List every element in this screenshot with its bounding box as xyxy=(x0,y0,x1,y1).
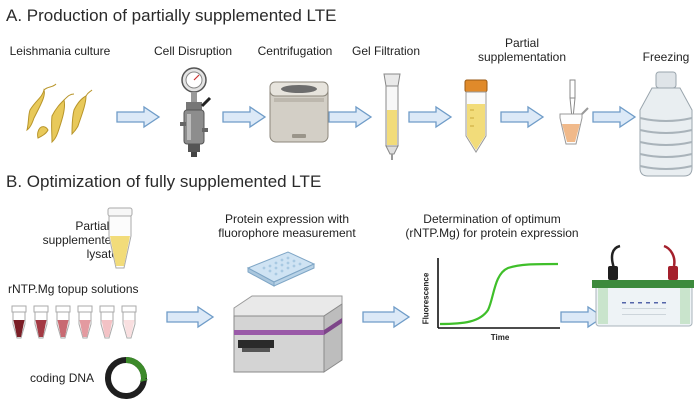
expression-curve-chart xyxy=(437,258,560,329)
plate-reader-icon xyxy=(233,295,343,373)
step-label-centrifugation: Centrifugation xyxy=(257,44,333,58)
step-label-disruption: Cell Disruption xyxy=(153,44,233,58)
dna-label: coding DNA xyxy=(30,371,95,385)
arrow-a2-icon xyxy=(222,105,267,129)
section-a-title: A. Production of partially supplemented … xyxy=(6,6,337,25)
arrow-b2-icon xyxy=(362,305,411,329)
step-label-gel-filtration: Gel Filtration xyxy=(351,44,421,58)
step-label-culture: Leishmania culture xyxy=(9,44,111,58)
arrow-a1-icon xyxy=(116,105,161,129)
chart-xlabel: Time xyxy=(490,333,510,342)
section-b-title: B. Optimization of fully supplemented LT… xyxy=(6,172,322,191)
falcon-tube-icon xyxy=(464,79,488,153)
microplate-icon xyxy=(246,251,316,287)
expression-curve xyxy=(439,262,559,326)
plasmid-icon xyxy=(105,357,148,399)
dewar-icon xyxy=(639,71,693,177)
arrow-a4-icon xyxy=(408,105,453,129)
arrow-a5-icon xyxy=(500,105,545,129)
leishmania-cells-icon xyxy=(26,83,93,144)
optimum-label: Determination of optimum (rNTP.Mg) for p… xyxy=(405,212,579,240)
cell-disruptor-icon xyxy=(180,67,212,157)
arrow-a3-icon xyxy=(328,105,373,129)
pipette-tube-icon xyxy=(559,79,589,145)
expression-label: Protein expression with fluorophore meas… xyxy=(218,212,356,240)
arrow-a6-icon xyxy=(592,105,637,129)
lysate-label: Partially supplemented lysate xyxy=(42,219,118,261)
gel-filtration-column-icon xyxy=(383,73,401,160)
topup-label: rNTP.Mg topup solutions xyxy=(8,282,139,296)
step-label-freezing: Freezing xyxy=(642,50,690,64)
arrow-b1-icon xyxy=(166,305,215,329)
step-label-partial-supplementation: Partial supplementation xyxy=(477,36,567,64)
chart-ylabel: Fluorescence xyxy=(421,272,431,325)
lysate-tube-icon xyxy=(107,207,133,269)
topup-tubes-icon xyxy=(11,305,137,339)
centrifuge-icon xyxy=(269,81,329,143)
gel-box-icon xyxy=(592,244,694,327)
